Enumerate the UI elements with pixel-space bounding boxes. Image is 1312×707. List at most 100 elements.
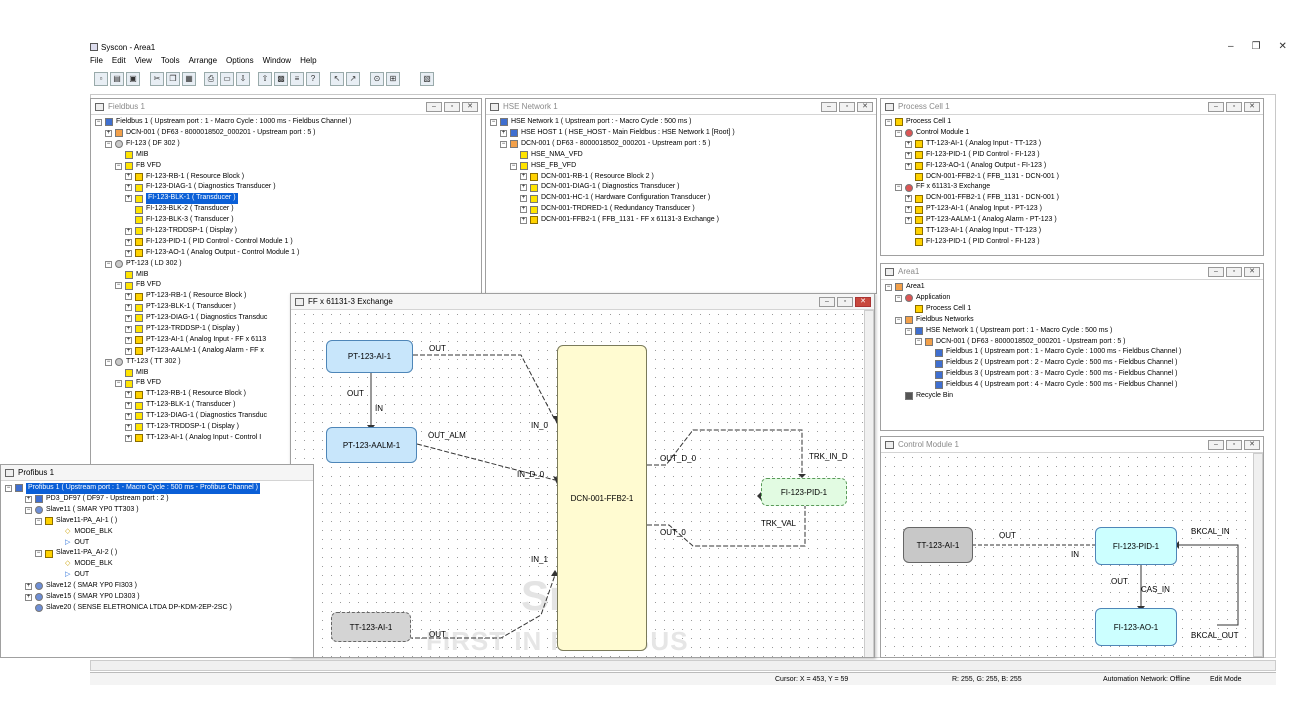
vertical-scrollbar[interactable] <box>1253 453 1263 657</box>
minimize-button[interactable]: – <box>821 102 837 112</box>
maximize-button[interactable]: ▫ <box>1226 267 1242 277</box>
tree-item[interactable]: Fieldbus 4 ( Upstream port : 4 - Macro C… <box>885 380 1259 391</box>
tree-item[interactable]: −Area1 <box>885 283 925 292</box>
block-pid[interactable]: FI-123-PID-1 <box>1095 527 1177 565</box>
tree-item[interactable]: MIB <box>95 269 477 280</box>
tree-item[interactable]: −HSE_FB_VFD <box>510 161 577 170</box>
fieldbus-window[interactable]: Fieldbus 1 –▫✕ −Fieldbus 1 ( Upstream po… <box>90 98 482 468</box>
tree-item[interactable]: +DCN-001 ( DF63 - 8000018502_000201 - Up… <box>105 128 316 138</box>
paste-icon[interactable]: ▦ <box>182 72 196 86</box>
exchange-window[interactable]: FF x 61131-3 Exchange –▫✕ Smar FIRST IN … <box>290 293 875 658</box>
tree-item[interactable]: −Profibus 1 ( Upstream port : 1 - Macro … <box>5 483 309 494</box>
tree-item[interactable]: −DCN-001 ( DF63 - 8000018502_000201 - Up… <box>500 139 711 149</box>
zoom-icon[interactable]: ⊙ <box>370 72 384 86</box>
new-icon[interactable]: ▫ <box>94 72 108 86</box>
tree-item[interactable]: +DCN-001-FFB2-1 ( FFB_1131 - FF x 61131-… <box>520 216 719 225</box>
tree-item[interactable]: +PT-123-BLK-1 ( Transducer ) <box>125 303 236 312</box>
block-pt-ai[interactable]: PT-123-AI-1 <box>326 340 413 373</box>
tree-item[interactable]: −FB VFD <box>115 281 161 290</box>
tree-item[interactable]: −Application <box>895 293 951 303</box>
tree-item[interactable]: +DCN-001-DIAG-1 ( Diagnostics Transducer… <box>520 183 680 192</box>
menu-view[interactable]: View <box>134 56 152 65</box>
area-window[interactable]: Area1 –▫✕ −Area1 −Application Process Ce… <box>880 263 1264 431</box>
tree-item[interactable]: −Slave11-PA_AI-2 ( ) <box>35 549 118 558</box>
cut-icon[interactable]: ✂ <box>150 72 164 86</box>
tree-item[interactable]: Recycle Bin <box>885 391 1259 402</box>
tree-item[interactable]: +PT-123-AALM-1 ( Analog Alarm - FF x <box>125 346 264 356</box>
tree-item[interactable]: ▷OUT <box>65 538 90 546</box>
tree-item[interactable]: Slave20 ( SENSE ELETRONICA LTDA DP-KDM-2… <box>5 603 309 614</box>
preview-icon[interactable]: ▭ <box>220 72 234 86</box>
close-button[interactable]: ✕ <box>462 102 478 112</box>
block-tt-ai[interactable]: TT-123-AI-1 <box>903 527 973 563</box>
block-ao[interactable]: FI-123-AO-1 <box>1095 608 1177 646</box>
close-button[interactable]: ✕ <box>1278 41 1287 52</box>
tree-item[interactable]: −DCN-001 ( DF63 - 8000018502_000201 - Up… <box>915 337 1126 346</box>
menu-edit[interactable]: Edit <box>111 56 126 65</box>
tree-item[interactable]: −FF x 61131-3 Exchange <box>895 183 991 192</box>
maximize-button[interactable]: ▫ <box>1226 102 1242 112</box>
exchange-canvas[interactable]: Smar FIRST IN FIELDBUS PT-123-AI-1 PT-12… <box>291 310 864 657</box>
help-icon[interactable]: ? <box>306 72 320 86</box>
close-button[interactable]: ✕ <box>857 102 873 112</box>
tree-item[interactable]: +FI-123-AO-1 ( Analog Output - FI-123 ) <box>905 161 1047 170</box>
process-cell-window[interactable]: Process Cell 1 –▫✕ −Process Cell 1 −Cont… <box>880 98 1264 256</box>
maximize-button[interactable]: ❐ <box>1251 41 1261 52</box>
tree-item[interactable]: −Control Module 1 <box>895 128 970 138</box>
close-button[interactable]: ✕ <box>1244 440 1260 450</box>
tree-item[interactable]: FI-123-BLK-3 ( Transducer ) <box>95 215 477 226</box>
tree-item[interactable]: +PT-123-AI-1 ( Analog Input - PT-123 ) <box>905 205 1042 214</box>
tree-item[interactable]: +PT-123-AI-1 ( Analog Input - FF x 6113 <box>125 335 267 345</box>
tree-item[interactable]: +HSE HOST 1 ( HSE_HOST - Main Fieldbus :… <box>500 128 735 138</box>
print-icon[interactable]: ⎙ <box>204 72 218 86</box>
tree-item[interactable]: +PT-123-AALM-1 ( Analog Alarm - PT-123 ) <box>905 216 1057 225</box>
close-button[interactable]: ✕ <box>1244 267 1260 277</box>
tree-item[interactable]: +FI-123-BLK-1 ( Transducer ) <box>95 193 477 205</box>
minimize-button[interactable]: – <box>819 297 835 307</box>
hse-network-window[interactable]: HSE Network 1 –▫✕ −HSE Network 1 ( Upstr… <box>485 98 877 294</box>
tree-item[interactable]: +TT-123-TRDDSP-1 ( Display ) <box>125 422 239 432</box>
pointer-icon[interactable]: ↖ <box>330 72 344 86</box>
tree-item[interactable]: FI-123-PID-1 ( PID Control - FI-123 ) <box>885 237 1259 248</box>
maximize-button[interactable]: ▫ <box>839 102 855 112</box>
tree-item[interactable]: +DCN-001-FFB2-1 ( FFB_1131 - DCN-001 ) <box>905 194 1059 203</box>
horizontal-scrollbar[interactable] <box>90 660 1276 671</box>
tree-item[interactable]: +TT-123-DIAG-1 ( Diagnostics Transduc <box>125 412 267 421</box>
tree-item[interactable]: −Slave11-PA_AI-1 ( ) <box>35 516 118 526</box>
tree-item[interactable]: −HSE Network 1 ( Upstream port : 1 - Mac… <box>905 326 1113 335</box>
grid-icon[interactable]: ▩ <box>274 72 288 86</box>
align-icon[interactable]: ≡ <box>290 72 304 86</box>
tree-item[interactable]: +FI-123-DIAG-1 ( Diagnostics Transducer … <box>125 183 276 192</box>
tree-item[interactable]: −FB VFD <box>115 379 161 388</box>
tree-item[interactable]: +FI-123-PID-1 ( PID Control - FI-123 ) <box>905 150 1040 160</box>
network-icon[interactable]: ⊞ <box>386 72 400 86</box>
link-icon[interactable]: ↗ <box>346 72 360 86</box>
minimize-button[interactable]: – <box>1228 41 1234 52</box>
tree-item[interactable]: +DCN-001-HC-1 ( Hardware Configuration T… <box>520 194 711 203</box>
tree-item[interactable]: MIB <box>95 367 477 378</box>
tree-item[interactable]: −Slave11 ( SMAR YP0 TT303 ) <box>25 505 139 515</box>
block-pt-aalm[interactable]: PT-123-AALM-1 <box>326 427 417 463</box>
tree-item[interactable]: +PT-123-DIAG-1 ( Diagnostics Transduc <box>125 314 268 323</box>
minimize-button[interactable]: – <box>1208 267 1224 277</box>
open-icon[interactable]: ▤ <box>110 72 124 86</box>
menu-help[interactable]: Help <box>300 56 317 65</box>
tree-item[interactable]: FI-123-BLK-2 ( Transducer ) <box>95 204 477 215</box>
tree-item[interactable]: HSE_NMA_VFD <box>490 150 872 161</box>
tree-item[interactable]: ▷OUT <box>65 571 90 579</box>
minimize-button[interactable]: – <box>1208 102 1224 112</box>
menu-options[interactable]: Options <box>226 56 254 65</box>
tree-item[interactable]: +DCN-001-RB-1 ( Resource Block 2 ) <box>520 172 654 181</box>
maximize-button[interactable]: ▫ <box>837 297 853 307</box>
close-button[interactable]: ✕ <box>855 297 871 307</box>
tree-item[interactable]: ◇MODE_BLK <box>65 527 113 535</box>
tree-item[interactable]: +FI-123-RB-1 ( Resource Block ) <box>125 172 245 181</box>
tree-item[interactable]: +DCN-001-TRDRED-1 ( Redundancy Transduce… <box>520 205 695 214</box>
tree-item[interactable]: +FI-123-PID-1 ( PID Control - Control Mo… <box>125 237 293 247</box>
tree-item[interactable]: DCN-001-FFB2-1 ( FFB_1131 - DCN-001 ) <box>885 171 1259 182</box>
minimize-button[interactable]: – <box>1208 440 1224 450</box>
tree-item[interactable]: +PT-123-TRDDSP-1 ( Display ) <box>125 324 240 334</box>
tree-item[interactable]: +FI-123-TRDDSP-1 ( Display ) <box>125 226 238 236</box>
block-tt-ai[interactable]: TT-123-AI-1 <box>331 612 411 642</box>
tree-item[interactable]: +FI-123-AO-1 ( Analog Output - Control M… <box>125 248 300 258</box>
